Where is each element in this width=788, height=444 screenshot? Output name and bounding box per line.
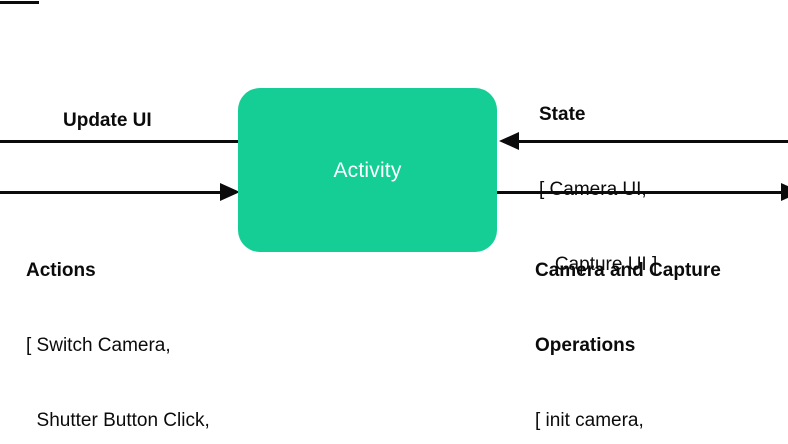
actions-text-block: Actions [ Switch Camera, Shutter Button … [26,208,256,444]
state-text-block: State [ Camera UI, Capture UI ] [539,52,657,327]
arrowhead-camera-operations-right [781,183,788,201]
edge-label-update-ui: Update UI [63,110,152,131]
crop-edge-artifact [0,1,39,4]
arrowhead-actions-right [220,183,240,201]
camera-operations-heading-line2: Operations [535,335,636,356]
arrowhead-state-left [499,132,519,150]
state-line-0: [ Camera UI, [539,179,647,200]
edge-line-camera-operations [497,191,788,194]
edge-line-actions [0,191,224,194]
camera-operations-text-block: Camera and Capture Operations [ init cam… [535,208,721,444]
camera-operations-line-0: [ init camera, [535,410,644,431]
state-line-1: Capture UI ] [539,254,658,275]
edge-line-state [518,140,788,143]
edge-line-update-ui [0,140,240,143]
camera-operations-heading-line1: Camera and Capture [535,260,721,281]
actions-line-0: [ Switch Camera, [26,335,171,356]
activity-node[interactable]: Activity [238,88,497,252]
actions-heading: Actions [26,260,96,281]
state-heading: State [539,104,586,125]
actions-line-1: Shutter Button Click, [26,410,210,431]
activity-node-label: Activity [333,158,402,182]
